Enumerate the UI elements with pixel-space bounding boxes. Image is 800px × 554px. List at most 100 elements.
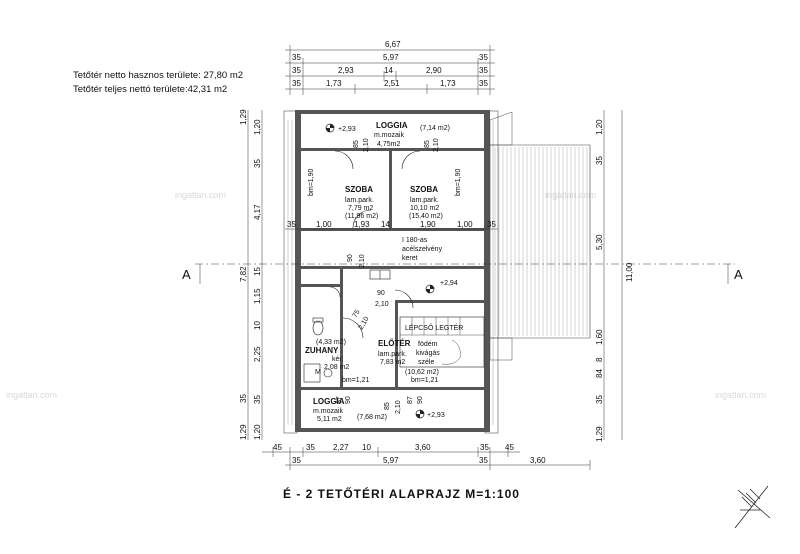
level-markers [325, 123, 435, 419]
svg-text:1,29: 1,29 [239, 109, 248, 125]
dim-top1-b: 5,97 [383, 53, 399, 62]
stair-label: LÉPCSŐ LEGTÉR [405, 323, 463, 332]
loggia-bottom-floor: m.mozaik [313, 408, 343, 415]
dim-top1-c: 35 [479, 53, 488, 62]
eloter-name: ELŐTÉR [378, 339, 411, 348]
szoba-2-name: SZOBA [410, 185, 438, 194]
top-dimension-lines [285, 45, 495, 95]
shower-fixture [303, 363, 333, 383]
svg-text:1,20: 1,20 [595, 119, 604, 135]
meter-mark: M [315, 369, 321, 376]
steel-frame-line2: acélszelvény [402, 246, 443, 253]
eloter-bm: bm=1,21 [411, 377, 439, 384]
svg-text:85: 85 [384, 402, 391, 410]
watermark-4: ingatlan.com [715, 390, 766, 400]
eloter-floor: lam.park. [378, 351, 407, 358]
dim-bot2-c: 35 [479, 456, 488, 465]
svg-text:35: 35 [253, 395, 262, 404]
dim-top1-a: 35 [292, 53, 301, 62]
svg-text:84: 84 [595, 369, 604, 378]
dim-top2-c: 14 [384, 66, 393, 75]
szoba-2-area: 10,10 m2 [410, 205, 439, 212]
dim-top2-b: 2,93 [338, 66, 354, 75]
dim-top2-a: 35 [292, 66, 301, 75]
left-outer-labels: 1,29 35 7,82 1,29 [239, 109, 248, 440]
watermark-2: ingatlan.com [545, 190, 596, 200]
exterior-walls [295, 110, 490, 432]
dim-mid-c: 1,93 [354, 220, 370, 229]
svg-text:35: 35 [253, 159, 262, 168]
left-inner-labels: 1,20 35 4,17 15 1,15 10 2,25 35 1,20 [253, 119, 262, 440]
net-area-text: Tetőtér netto hasznos területe: 27,80 m2 [73, 70, 243, 81]
dim-mid-f: 1,00 [457, 220, 473, 229]
drawing-title: É - 2 TETŐTÉRI ALAPRAJZ M=1:100 [283, 486, 520, 501]
dim-top2-d: 2,90 [426, 66, 442, 75]
dim-top3-b: 1,73 [326, 79, 342, 88]
loggia-top-area2: (7,14 m2) [420, 125, 450, 132]
interior-walls [301, 148, 484, 390]
szoba-2-floor: lam.park. [410, 197, 439, 204]
dim-bot2-b: 5,97 [383, 456, 399, 465]
watermark-1: ingatlan.com [175, 190, 226, 200]
svg-text:4,17: 4,17 [253, 204, 262, 220]
steel-frame-line3: keret [402, 255, 418, 262]
loggia-bottom-name: LOGGIA [313, 397, 345, 406]
zuhany-area2: (4,33 m2) [316, 339, 346, 346]
stair-note-2: kivágás [416, 350, 440, 357]
svg-text:90: 90 [345, 396, 352, 404]
dim-mid-a: 35 [287, 220, 296, 229]
dim-mid-b: 1,00 [316, 220, 332, 229]
hall-dim-90: 90 [377, 290, 385, 297]
right-labels: 1,20 35 5,30 11,00 1,60 8 84 35 1,29 [595, 119, 634, 442]
hall-dim-210: 2,10 [375, 301, 389, 308]
loggia-top-level: +2,93 [338, 126, 356, 133]
loggia-top-floor: m.mozaik [374, 132, 404, 139]
left-dimension-lines [247, 110, 263, 440]
svg-text:11,00: 11,00 [625, 262, 634, 282]
svg-text:35: 35 [595, 395, 604, 404]
dim-top2-e: 35 [479, 66, 488, 75]
svg-text:1,29: 1,29 [239, 424, 248, 440]
szoba-1-bm: bm=1,90 [308, 168, 315, 196]
svg-text:2,10: 2,10 [359, 254, 366, 268]
szoba-1-name: SZOBA [345, 185, 373, 194]
right-dimension-lines [603, 110, 623, 440]
watermark-3: ingatlan.com [6, 390, 57, 400]
szoba-2-area2: (15,40 m2) [409, 213, 443, 220]
dim-bot2-d: 3,60 [530, 456, 546, 465]
total-area-text: Tetőtér teljes nettó területe:42,31 m2 [73, 84, 227, 95]
zuhany-area: 2,08 m2 [324, 364, 349, 371]
door-swings [329, 150, 421, 339]
dim-top3-e: 35 [479, 79, 488, 88]
svg-text:1,60: 1,60 [595, 329, 604, 345]
dim-bot1-f: 35 [480, 443, 489, 452]
dim-bot1-d: 10 [362, 443, 371, 452]
szoba-2-bm: bm=1,90 [455, 168, 462, 196]
eloter-area: 7,83 m2 [380, 359, 405, 366]
svg-text:5,30: 5,30 [595, 234, 604, 250]
stair-note-1: födém [418, 341, 438, 348]
dim-bot2-a: 35 [292, 456, 301, 465]
svg-text:2,10: 2,10 [433, 138, 440, 152]
szoba-1-area: 7,79 m2 [348, 205, 373, 212]
toilet-fixture [312, 317, 324, 336]
svg-text:1,15: 1,15 [253, 288, 262, 304]
svg-text:85: 85 [424, 140, 431, 148]
zuhany-floor: kér. [332, 356, 343, 363]
loggia-bottom-area2: (7,68 m2) [357, 414, 387, 421]
dim-bot1-e: 3,60 [415, 443, 431, 452]
svg-text:8: 8 [595, 357, 604, 362]
svg-text:87: 87 [407, 396, 414, 404]
svg-text:2,10: 2,10 [363, 138, 370, 152]
eloter-area2: (10,62 m2) [405, 369, 439, 376]
bottom-dimension-lines [262, 447, 591, 470]
svg-text:2,25: 2,25 [253, 346, 262, 362]
dim-top3-a: 35 [292, 79, 301, 88]
svg-text:1,29: 1,29 [595, 426, 604, 442]
section-marker-right: A [734, 267, 743, 282]
svg-text:35: 35 [595, 156, 604, 165]
svg-text:10: 10 [253, 321, 262, 330]
chimney-block [369, 269, 391, 280]
svg-text:2,10: 2,10 [395, 400, 402, 414]
